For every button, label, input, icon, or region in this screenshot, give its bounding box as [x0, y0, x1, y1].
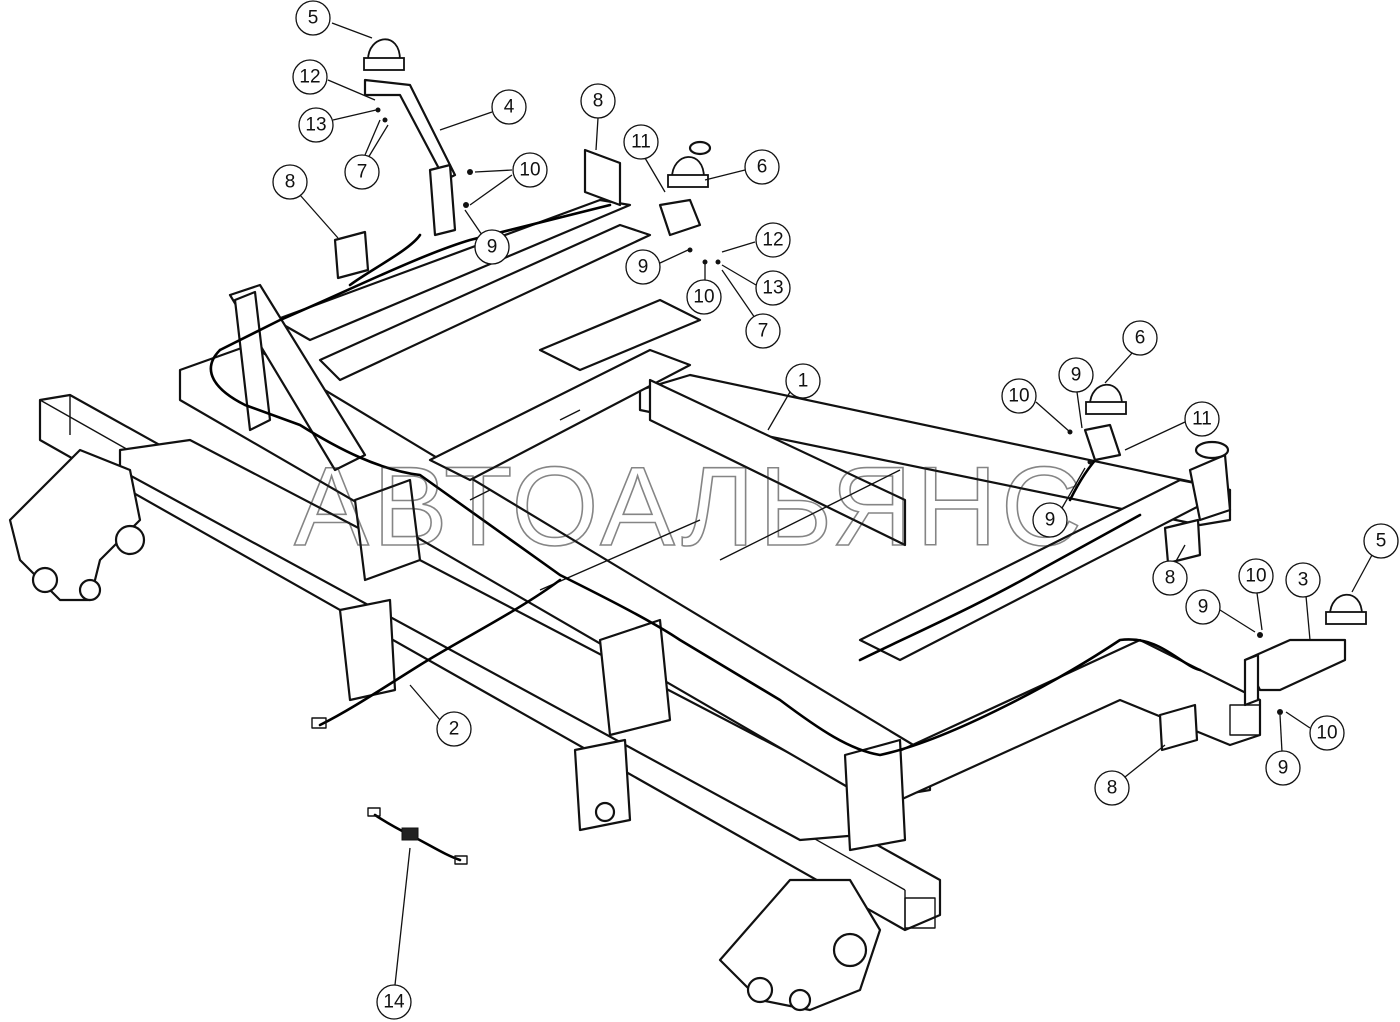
callout-label: 9: [1278, 758, 1289, 779]
plate-top-left: [333, 230, 370, 280]
watermark-text: АВТОАЛЬЯНС: [294, 444, 1086, 569]
right-lower-tube: [878, 638, 1262, 802]
callout-8-right: [1152, 560, 1188, 596]
plate-right: [1163, 518, 1202, 565]
callout-1: [785, 363, 821, 399]
callout-6-right: [1122, 320, 1158, 356]
callout-14: [376, 984, 412, 1020]
callout-label: 7: [357, 162, 368, 183]
harness-main: [209, 348, 1202, 757]
callout-label: 6: [1135, 328, 1146, 349]
callout-label: 8: [1165, 568, 1176, 589]
callout-label: 11: [1192, 409, 1212, 430]
callout-label: 9: [638, 257, 649, 278]
callout-label: 12: [299, 67, 320, 88]
harness-adapter: [367, 807, 468, 865]
callout-label: 14: [383, 992, 405, 1013]
callout-9-right-c: [1265, 750, 1301, 786]
main-frame: [8, 198, 1262, 1012]
callout-label: 13: [305, 115, 326, 136]
lamp-right-upper: [1067, 383, 1127, 465]
upper-cross-member: [428, 348, 692, 482]
callout-label: 9: [1045, 510, 1056, 531]
callout-9-top: [474, 229, 510, 265]
callout-label: 9: [1198, 597, 1209, 618]
left-hitch-bracket: [8, 448, 142, 602]
callout-label: 12: [762, 230, 783, 251]
callout-label: 11: [631, 132, 651, 153]
callout-label: 8: [285, 172, 296, 193]
callout-label: 9: [1071, 365, 1082, 386]
callout-label: 13: [762, 278, 783, 299]
plate-bottom-right: [1158, 703, 1199, 752]
callout-label: 5: [308, 8, 319, 29]
lamp-top-mid: [658, 140, 721, 265]
callout-10-right: [1001, 378, 1037, 414]
callout-9-right-low: [1032, 502, 1068, 538]
harness-branch-2: [318, 578, 562, 727]
callout-3: [1285, 562, 1321, 598]
callout-13-top: [298, 107, 334, 143]
callout-label: 1: [798, 371, 809, 392]
callout-12-mid: [755, 222, 791, 258]
callout-8-bottom-right: [1094, 770, 1130, 806]
callout-label: 2: [449, 719, 460, 740]
callout-label: 4: [504, 97, 515, 118]
right-hitch-post: [1188, 453, 1232, 522]
lamp-top-left: [363, 38, 473, 237]
callout-label: 8: [593, 91, 604, 112]
callout-8-top-mid: [580, 83, 616, 119]
diagonal-strut: [228, 283, 367, 472]
callout-label: 10: [693, 287, 714, 308]
callout-9-right-b: [1185, 589, 1221, 625]
right-side-beam: [638, 373, 1232, 527]
callout-10-right-c: [1309, 715, 1345, 751]
callout-12-top: [292, 59, 328, 95]
center-plate-2: [598, 618, 672, 737]
callout-10-top: [512, 152, 548, 188]
diagonal-strut-post: [233, 290, 272, 432]
callout-10-right-b: [1238, 558, 1274, 594]
callout-2: [436, 711, 472, 747]
callout-label: 7: [758, 321, 769, 342]
callout-4: [491, 89, 527, 125]
callout-label: 3: [1298, 570, 1309, 591]
callout-label: 5: [1376, 531, 1387, 552]
callout-8-top-left: [272, 164, 308, 200]
callout-10-mid: [686, 279, 722, 315]
callout-13-mid: [755, 270, 791, 306]
callout-5-top: [295, 0, 331, 36]
plate-top-mid: [583, 148, 622, 207]
callout-9-right: [1058, 357, 1094, 393]
callout-label: 10: [1008, 386, 1029, 407]
callout-label: 8: [1107, 778, 1118, 799]
right-plate: [843, 738, 907, 852]
callout-11-right: [1184, 401, 1220, 437]
callout-label: 6: [757, 157, 768, 178]
center-plate: [353, 478, 422, 582]
harness-upper-left: [348, 233, 422, 287]
callout-5-right: [1363, 523, 1399, 559]
callout-label: 9: [487, 237, 498, 258]
callout-11-top: [623, 124, 659, 160]
harness-right-rail: [858, 513, 1142, 662]
callout-label: 10: [1245, 566, 1266, 587]
callout-6-top: [744, 149, 780, 185]
callout-9-mid: [625, 249, 661, 285]
wiring-harness: [209, 203, 1202, 757]
callouts: 5 12 13 7 4 10 8 9 8: [272, 0, 1399, 1020]
harness-left-rail: [218, 203, 612, 352]
center-long-member: [648, 378, 907, 547]
callout-label: 10: [1316, 723, 1337, 744]
mid-cross-member: [538, 298, 702, 372]
callout-7-mid: [745, 313, 781, 349]
upper-left-rail-2: [318, 223, 652, 382]
lamp-right-lower: [1243, 593, 1367, 715]
callout-7-top: [344, 154, 380, 190]
callout-label: 10: [519, 160, 540, 181]
left-lower-arm: [338, 598, 397, 702]
center-lower-arm: [573, 738, 632, 832]
